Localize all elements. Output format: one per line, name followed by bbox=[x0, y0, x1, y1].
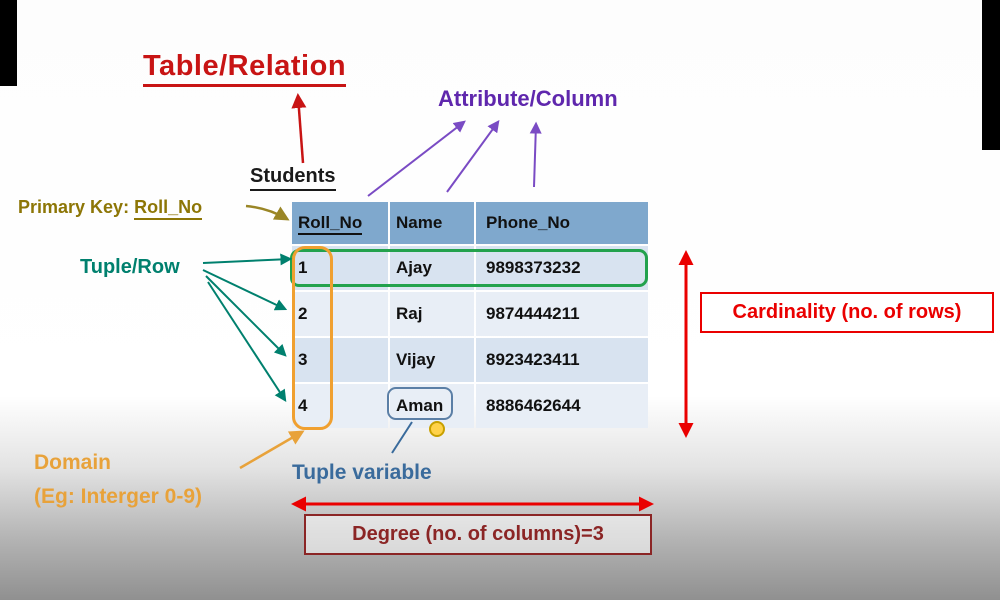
cell-name-1: Ajay bbox=[390, 246, 474, 290]
table-row: 1 Ajay 9898373232 bbox=[292, 246, 648, 290]
cell-phone-1: 9898373232 bbox=[476, 246, 648, 290]
cell-roll-1: 1 bbox=[292, 246, 388, 290]
cell-name-4: Aman bbox=[390, 384, 474, 428]
tuple-row-label: Tuple/Row bbox=[80, 256, 180, 278]
cardinality-callout: Cardinality (no. of rows) bbox=[700, 292, 994, 333]
degree-callout: Degree (no. of columns)=3 bbox=[304, 514, 652, 555]
cell-name-3: Vijay bbox=[390, 338, 474, 382]
arrow-to-title bbox=[291, 93, 307, 164]
arrow-attr-1 bbox=[367, 120, 466, 197]
cell-phone-2: 9874444211 bbox=[476, 292, 648, 336]
header-cell-phone-no: Phone_No bbox=[476, 202, 648, 244]
arrow-attr-3 bbox=[529, 121, 542, 188]
cell-roll-3: 3 bbox=[292, 338, 388, 382]
arrow-attr-2 bbox=[446, 120, 500, 193]
cell-roll-2: 2 bbox=[292, 292, 388, 336]
students-table: Roll_No Name Phone_No 1 Ajay 9898373232 … bbox=[290, 200, 650, 430]
header-roll-no-text: Roll_No bbox=[298, 213, 363, 235]
attribute-column-label: Attribute/Column bbox=[438, 86, 618, 111]
table-row: 4 Aman 8886462644 bbox=[292, 384, 648, 428]
header-cell-roll-no: Roll_No bbox=[292, 202, 388, 244]
table-row: 3 Vijay 8923423411 bbox=[292, 338, 648, 382]
arrow-tuple-2 bbox=[202, 269, 288, 311]
tuple-row-highlight-outline bbox=[290, 249, 648, 287]
arrow-tuple-1 bbox=[202, 253, 293, 266]
primary-key-value: Roll_No bbox=[134, 197, 203, 220]
video-frame-bar-top-left bbox=[0, 0, 17, 86]
domain-example-label: (Eg: Interger 0-9) bbox=[34, 485, 203, 508]
video-frame-bar-top-right bbox=[982, 0, 1000, 150]
primary-key-label: Primary Key: Roll_No bbox=[18, 197, 203, 220]
table-name-label: Students bbox=[250, 165, 336, 191]
header-row: Roll_No Name Phone_No bbox=[292, 202, 648, 244]
arrow-primary-key bbox=[245, 204, 290, 221]
cell-phone-3: 8923423411 bbox=[476, 338, 648, 382]
cell-phone-4: 8886462644 bbox=[476, 384, 648, 428]
primary-key-prefix: Primary Key: bbox=[18, 197, 130, 217]
domain-label: Domain bbox=[34, 451, 112, 474]
header-cell-name: Name bbox=[390, 202, 474, 244]
domain-column-highlight-outline bbox=[292, 246, 333, 430]
page-title: Table/Relation bbox=[143, 50, 347, 87]
tuple-variable-label: Tuple variable bbox=[292, 461, 432, 484]
cell-name-2: Raj bbox=[390, 292, 474, 336]
cell-roll-4: 4 bbox=[292, 384, 388, 428]
arrow-tuple-3 bbox=[205, 275, 287, 357]
arrow-tuple-4 bbox=[207, 281, 287, 403]
table-row: 2 Raj 9874444211 bbox=[292, 292, 648, 336]
tuple-variable-highlight-outline bbox=[387, 387, 453, 420]
